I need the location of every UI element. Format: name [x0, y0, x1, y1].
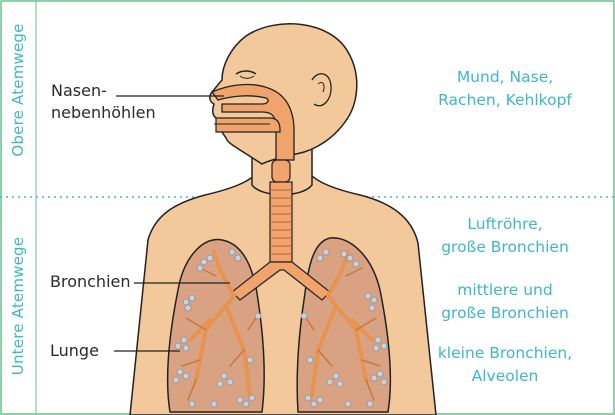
region-trachea-line1: Luftröhre,	[410, 213, 600, 236]
callout-sinuses: Nasen- nebenhöhlen	[51, 80, 156, 124]
region-trachea-line2: große Bronchien	[410, 236, 600, 259]
region-trachea-description: Luftröhre, große Bronchien	[410, 213, 600, 259]
region-small-bronchi-line1: kleine Bronchien,	[410, 342, 600, 365]
mouth-airway	[216, 118, 280, 132]
region-upper-description: Mund, Nase, Rachen, Kehlkopf	[410, 66, 600, 112]
region-small-bronchi-description: kleine Bronchien, Alveolen	[410, 342, 600, 388]
lower-airways-label: Untere Atemwege	[8, 218, 28, 394]
upper-airways-label: Obere Atemwege	[8, 14, 28, 166]
region-small-bronchi-line2: Alveolen	[410, 365, 600, 388]
callout-sinuses-line1: Nasen-	[51, 80, 156, 102]
region-medium-bronchi-description: mittlere und große Bronchien	[410, 279, 600, 325]
region-upper-line2: Rachen, Kehlkopf	[410, 89, 600, 112]
region-medium-bronchi-line2: große Bronchien	[410, 302, 600, 325]
callout-bronchi: Bronchien	[50, 271, 131, 293]
region-upper-line1: Mund, Nase,	[410, 66, 600, 89]
region-medium-bronchi-line1: mittlere und	[410, 279, 600, 302]
larynx	[272, 160, 290, 182]
callout-sinuses-line2: nebenhöhlen	[51, 102, 156, 124]
callout-lung: Lunge	[50, 340, 99, 362]
